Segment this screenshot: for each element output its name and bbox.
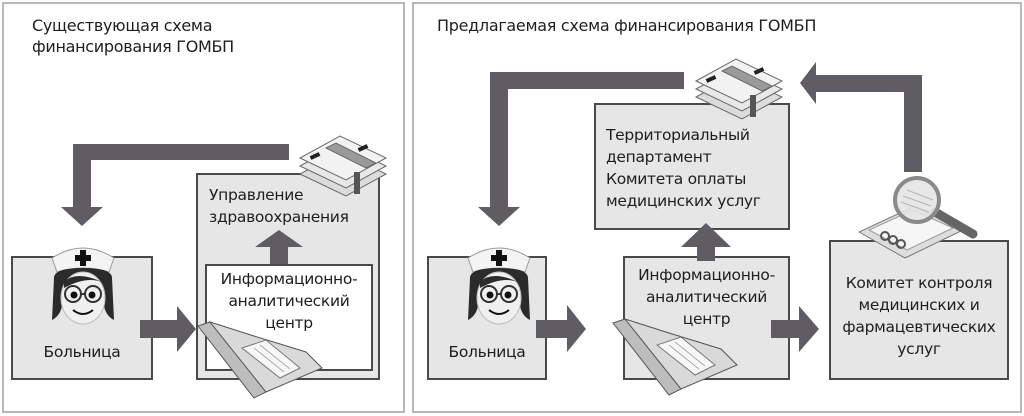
territorial-dept-label: Территориальный департамент Комитета опл… [606, 124, 761, 212]
right-info-center-line1: Информационно- [638, 266, 775, 284]
left-info-center-line1: Информационно- [220, 270, 358, 288]
laptop-icon [197, 321, 323, 399]
left-info-center-label: Информационно- аналитический центр [205, 268, 373, 334]
money-stack-icon [694, 58, 784, 120]
control-committee-box [829, 240, 1009, 380]
existing-scheme-title-line1: Существующая схема [32, 16, 213, 35]
control-committee-line4: услуг [897, 340, 941, 358]
nurse-icon [51, 247, 115, 325]
control-committee-line2: медицинских и [858, 296, 980, 314]
left-health-dept-line2: здравоохранения [209, 208, 349, 226]
money-stack-icon [298, 135, 388, 197]
right-control-data-arrow [771, 306, 819, 352]
right-info-center-line3: центр [682, 310, 731, 328]
right-info-center-label: Информационно- аналитический центр [623, 264, 790, 330]
nurse-icon [467, 247, 531, 325]
left-data-arrow [140, 306, 196, 352]
magnifier-document-icon [857, 176, 978, 259]
proposed-scheme-title: Предлагаемая схема финансирования ГОМБП [437, 16, 817, 35]
existing-scheme-title-line2: финансирования ГОМБП [32, 37, 234, 56]
right-info-center-line2: аналитический [645, 288, 768, 306]
laptop-icon [612, 318, 738, 396]
left-health-dept-line1: Управление [209, 186, 304, 204]
control-committee-line1: Комитет контроля [845, 274, 993, 292]
control-committee-label: Комитет контроля медицинских и фармацевт… [829, 272, 1009, 360]
right-report-arrow [681, 223, 731, 261]
territorial-dept-box [594, 103, 790, 230]
right-control-arrow [800, 62, 922, 172]
left-report-arrow [255, 230, 303, 264]
left-info-center-line2: аналитический [228, 292, 350, 310]
territorial-dept-line3: Комитета оплаты [606, 170, 747, 188]
left-health-dept-label: Управление здравоохранения [209, 184, 349, 228]
territorial-dept-line4: медицинских услуг [606, 192, 761, 210]
left-hospital-label: Больница [43, 343, 121, 361]
control-committee-line3: фармацевтических [842, 318, 996, 336]
territorial-dept-line1: Территориальный [606, 126, 750, 144]
left-info-center-line3: центр [265, 314, 313, 332]
existing-scheme-title: Существующая схема финансирования ГОМБП [32, 15, 234, 57]
left-funding-arrow [61, 144, 289, 226]
right-funding-arrow [478, 72, 684, 226]
right-hospital-label: Больница [448, 343, 526, 361]
right-data-arrow [536, 305, 586, 352]
territorial-dept-line2: департамент [606, 148, 712, 166]
